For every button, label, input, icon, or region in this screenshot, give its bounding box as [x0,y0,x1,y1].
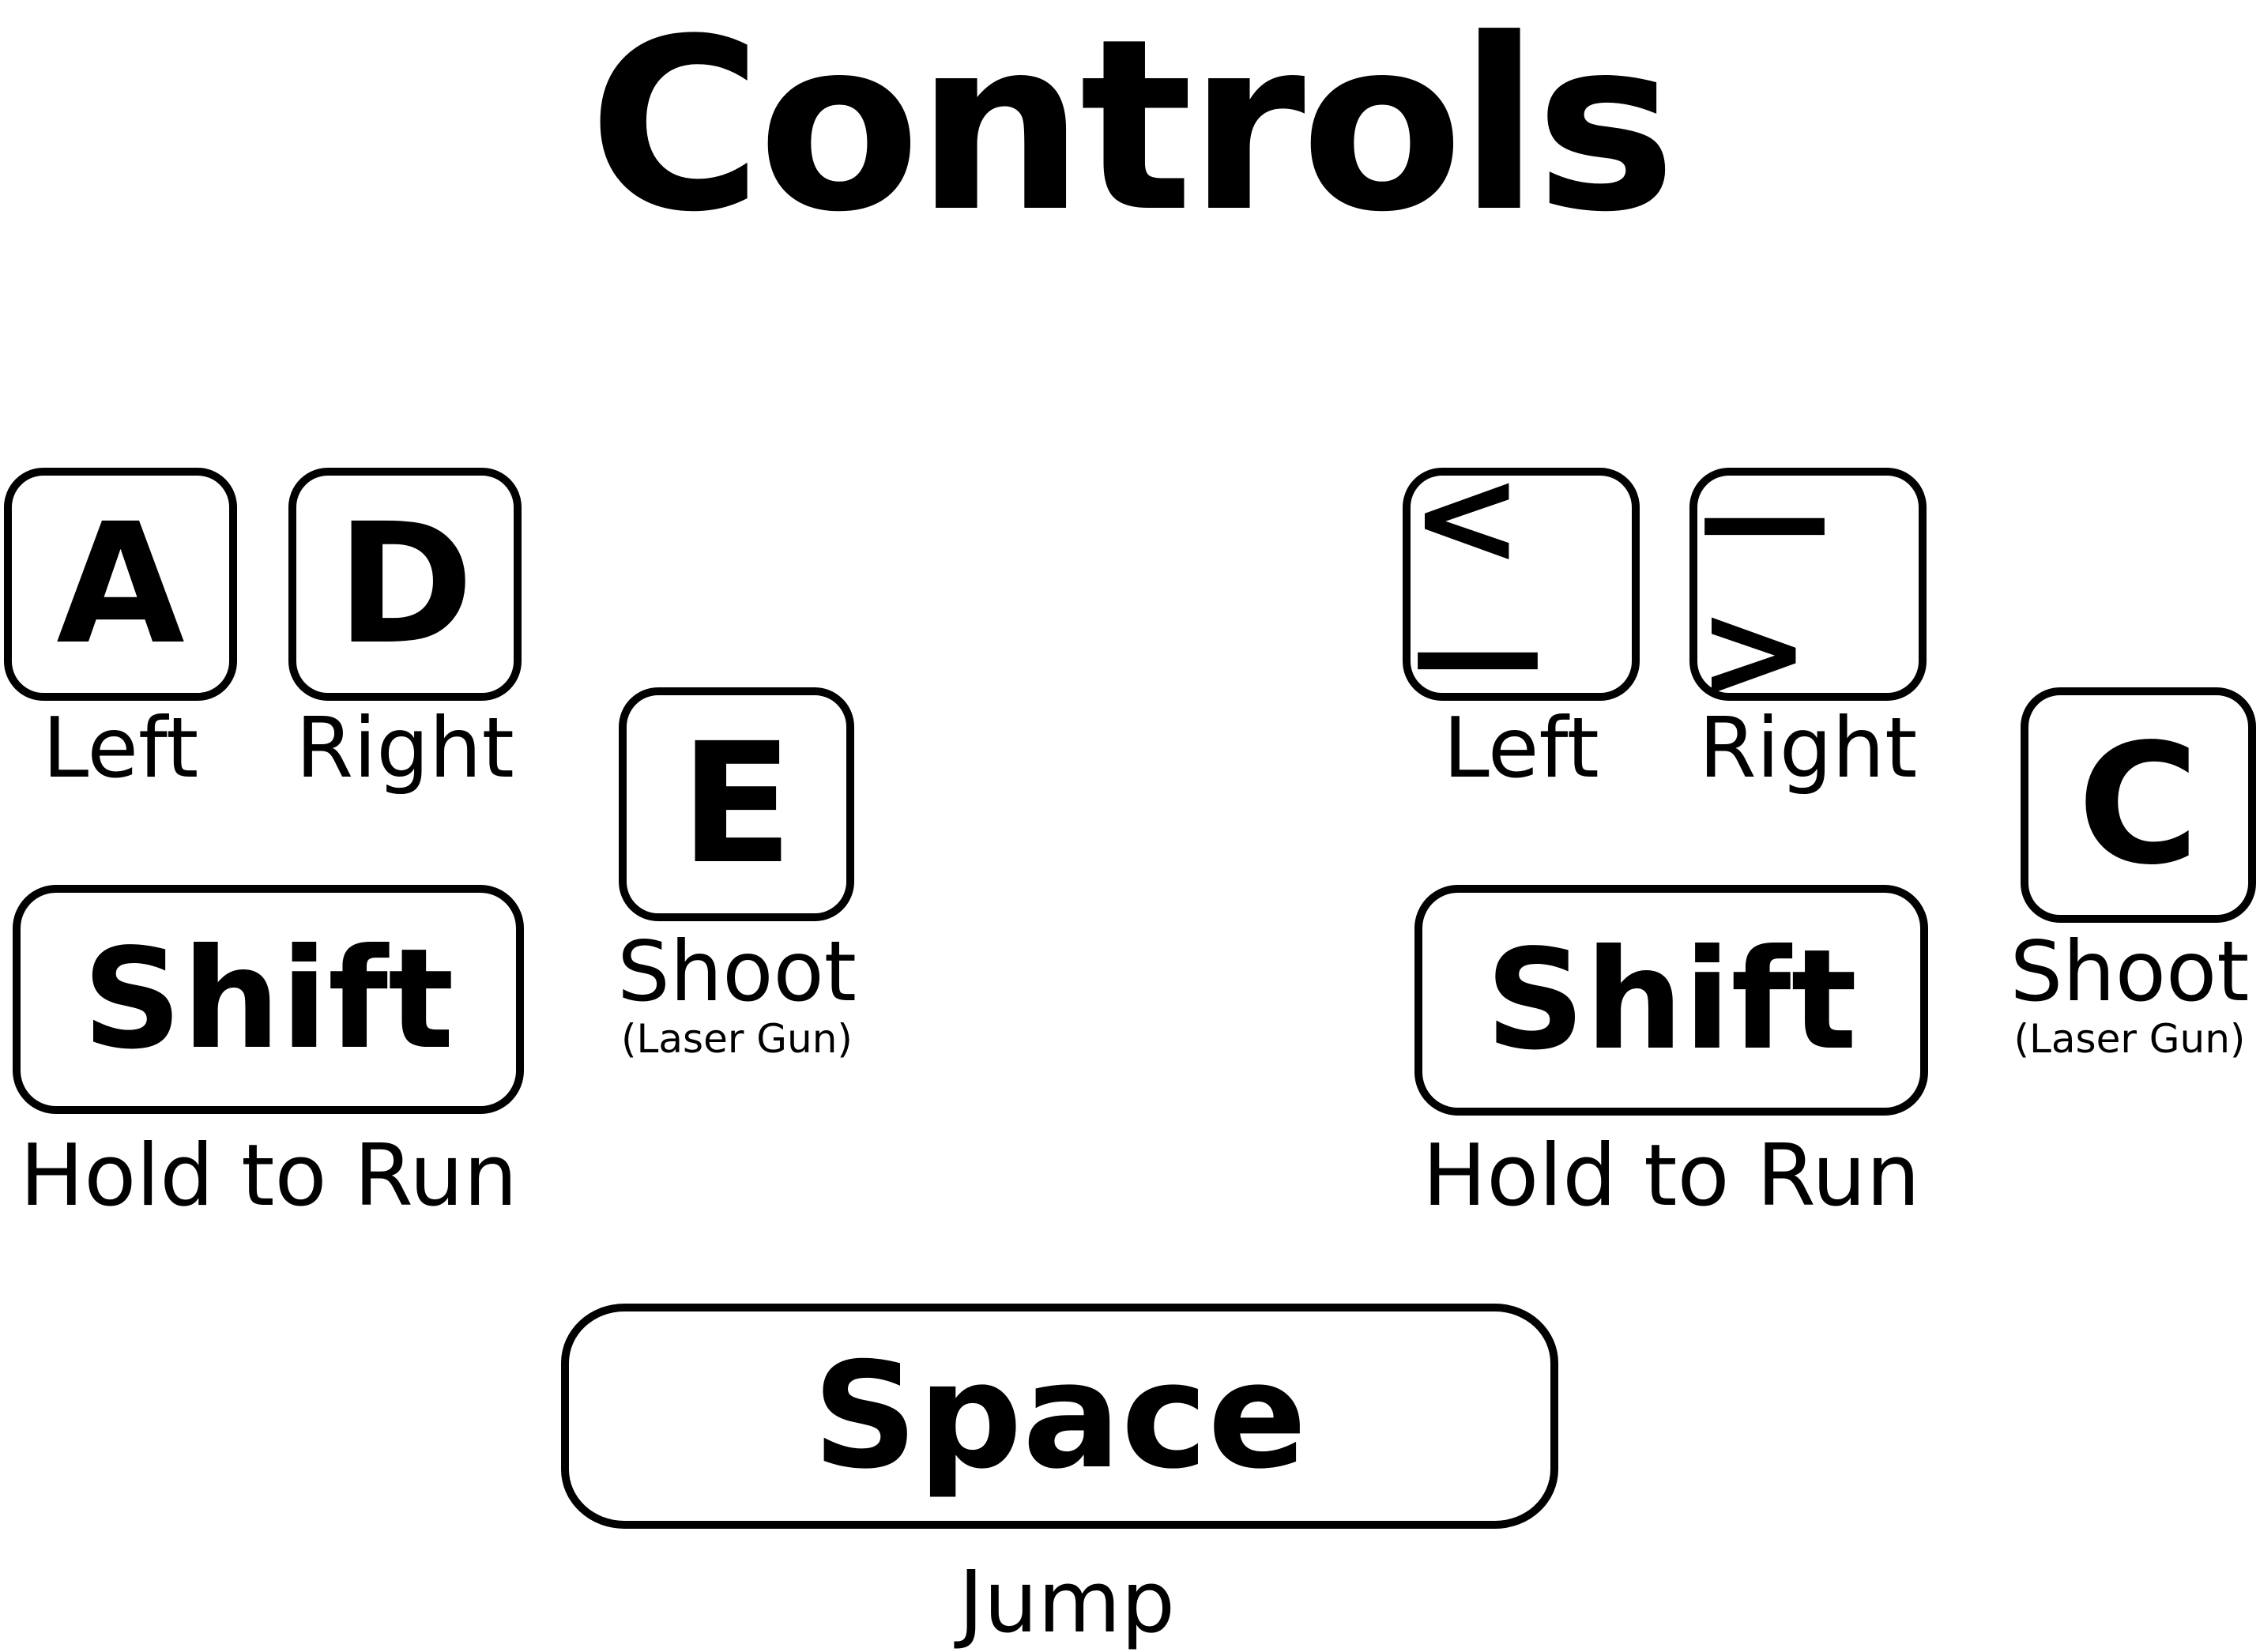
key-shift-left[interactable]: Shift [13,885,524,1114]
key-space[interactable]: Space [561,1304,1558,1529]
key-shift-right[interactable]: Shift [1414,885,1928,1116]
key-e[interactable]: E [619,687,854,921]
key-left-arrow[interactable]: <— [1403,450,1640,719]
p1-shoot-sublabel: (Laser Gun) [621,1016,853,1062]
p2-shoot-label: Shoot [2010,924,2250,1020]
key-d[interactable]: D [288,468,522,701]
key-right-arrow[interactable]: —> [1689,450,1927,719]
p1-left-label: Left [42,700,199,796]
p2-right-label: Right [1698,700,1918,796]
p1-run-label: Hold to Run [19,1127,518,1225]
p1-right-label: Right [296,700,514,796]
p2-left-label: Left [1443,700,1599,796]
key-a[interactable]: A [4,468,237,701]
jump-label: Jump [958,1553,1176,1652]
p2-shoot-sublabel: (Laser Gun) [2013,1016,2246,1062]
page-title: Controls [588,0,1677,264]
p1-shoot-label: Shoot [617,924,857,1020]
p2-run-label: Hold to Run [1422,1127,1921,1225]
key-c[interactable]: C [2021,687,2256,923]
